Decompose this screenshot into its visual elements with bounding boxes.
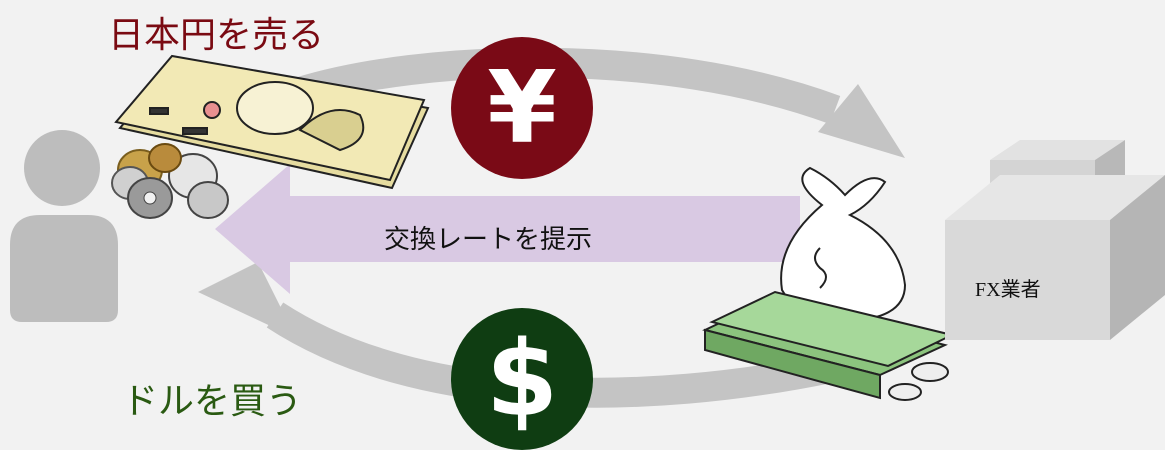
fx-exchange-diagram: ¥ $ 日本円を売る ドルを買う 交換レートを提示 FX業者	[10, 15, 1165, 450]
exchange-rate-label: 交換レートを提示	[384, 225, 593, 255]
coins-icon	[111, 143, 229, 219]
fx-dealer-label: FX業者	[975, 279, 1041, 301]
dollar-bills-icon	[702, 290, 955, 401]
yen-symbol-icon: ¥	[451, 37, 593, 179]
dollar-symbol-icon: $	[451, 308, 593, 450]
sell-yen-label: 日本円を売る	[108, 15, 325, 56]
dealer-box-icon	[945, 140, 1165, 340]
diagram-canvas	[10, 47, 1165, 408]
person-icon	[10, 130, 118, 322]
exchange-rate-arrow	[215, 164, 800, 294]
buy-dollar-label: ドルを買う	[122, 381, 303, 422]
yen-banknote-icon	[114, 54, 430, 190]
